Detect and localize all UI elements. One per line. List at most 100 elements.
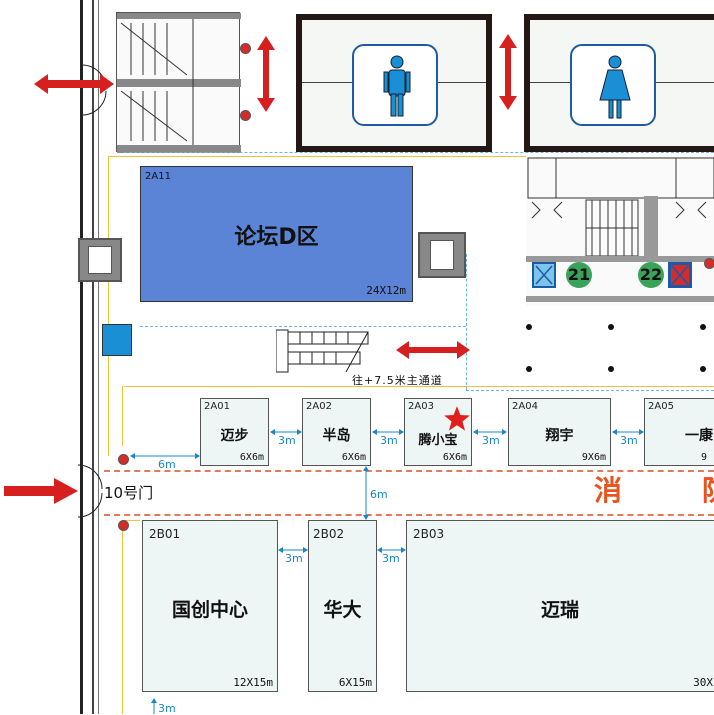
marker-dot — [118, 454, 129, 465]
booth-2B02[interactable]: 2B02 华大 6X15m — [308, 520, 377, 692]
fire-lane-text: 消 — [594, 474, 623, 507]
booth-size: 6X6m — [442, 452, 467, 463]
booth-id: 2A04 — [512, 401, 538, 412]
forum-id: 2A11 — [145, 171, 171, 182]
gap-label: 3m — [620, 434, 638, 447]
stair-number-21: 21 — [566, 262, 592, 288]
guide-line — [140, 326, 466, 327]
booth-size: 9X6m — [581, 452, 606, 463]
booth-name: 迈瑞 — [540, 599, 579, 621]
fire-lane-text: 防 — [702, 476, 714, 506]
booth-name: 华大 — [323, 599, 362, 621]
dim-arrow — [612, 429, 644, 435]
gap-label-6m: 6m — [158, 458, 176, 471]
booth-name: 一康 — [685, 428, 713, 444]
dot — [526, 324, 532, 330]
booth-id: 2B01 — [149, 527, 181, 541]
aisle-line — [122, 520, 140, 521]
dim-arrow — [377, 547, 406, 553]
gap-label: 3m — [278, 434, 296, 447]
booth-2A05[interactable]: 2A05 一康 9 — [644, 398, 714, 466]
booth-size: 6X6m — [239, 452, 264, 463]
guide-line — [124, 152, 714, 153]
forum-name: 论坛D区 — [234, 225, 319, 250]
booth-2B03[interactable]: 2B03 迈瑞 30X — [406, 520, 714, 692]
elevator-icon — [668, 262, 692, 288]
pillar — [418, 232, 466, 278]
gap-label: 3m — [382, 552, 400, 565]
aisle-line — [124, 386, 714, 387]
arrow-vertical-2 — [499, 34, 517, 110]
left-wall-inner-2 — [98, 0, 99, 714]
arrow-vertical-1 — [257, 36, 275, 112]
booth-2A01[interactable]: 2A01 迈步 6X6m — [200, 398, 269, 466]
female-person-icon — [599, 55, 631, 119]
dim-arrow — [473, 429, 507, 435]
forum-size: 24X12m — [366, 284, 406, 297]
dot — [608, 324, 614, 330]
booth-id: 2A03 — [408, 401, 434, 412]
left-wall-inner — [92, 0, 94, 714]
booth-id: 2B03 — [413, 527, 445, 541]
booth-size: 6X6m — [341, 452, 366, 463]
aisle-line — [122, 386, 123, 446]
dot — [700, 366, 706, 372]
booth-name: 迈步 — [220, 428, 249, 444]
booth-name: 半岛 — [322, 428, 351, 444]
gap-label: 3m — [158, 702, 176, 715]
fire-lane-line — [104, 514, 714, 516]
mens-restroom-sign — [352, 44, 438, 126]
booth-id: 2A05 — [648, 401, 674, 412]
male-person-icon — [383, 55, 411, 117]
exit-arrow-left — [34, 74, 114, 94]
red-star-icon — [444, 406, 470, 431]
guide-line-v — [466, 254, 467, 390]
marker-dot — [704, 258, 714, 269]
dot — [700, 324, 706, 330]
booth-2A02[interactable]: 2A02 半岛 6X6m — [302, 398, 371, 466]
stair-elevator-block — [526, 156, 714, 306]
forum-area: 2A11 论坛D区 24X12m — [140, 166, 413, 302]
womens-restroom-sign — [570, 44, 656, 126]
gap-label: 3m — [380, 434, 398, 447]
booth-size: 12X15m — [233, 676, 273, 689]
marker-dot — [240, 43, 251, 54]
stair-block-middle — [276, 328, 378, 374]
dot — [608, 366, 614, 372]
elevator-icon — [532, 262, 556, 288]
fire-lane-line — [104, 470, 714, 472]
booth-size: 9 — [700, 452, 707, 463]
marker-dot — [240, 110, 251, 121]
gap-label: 3m — [482, 434, 500, 447]
marker-dot — [118, 520, 129, 531]
dim-arrow — [278, 547, 308, 553]
dim-arrow — [130, 453, 200, 459]
booth-name: 国创中心 — [171, 599, 248, 621]
gap-label-6m: 6m — [370, 488, 388, 501]
left-wall — [80, 0, 83, 714]
mens-restroom — [296, 14, 492, 152]
main-aisle-label: 往+7.5米主通道 — [352, 374, 443, 387]
door-arcs-gate — [77, 464, 103, 518]
aisle-line — [108, 156, 109, 456]
dot — [526, 366, 532, 372]
booth-size: 30X — [693, 676, 713, 689]
booth-id: 2A02 — [306, 401, 332, 412]
aisle-line — [122, 520, 123, 714]
dim-arrow-vertical — [363, 466, 369, 520]
booth-name: 腾小宝 — [418, 433, 458, 448]
booth-2A04[interactable]: 2A04 翔宇 9X6m — [508, 398, 611, 466]
dim-arrow — [372, 429, 404, 435]
stair-number-22: 22 — [638, 262, 664, 288]
booth-id: 2B02 — [313, 527, 345, 541]
booth-id: 2A01 — [204, 401, 230, 412]
womens-restroom — [524, 14, 714, 152]
fire-cabinet — [102, 324, 132, 356]
gate-label: 10号门 — [104, 484, 154, 502]
main-aisle-arrow — [396, 341, 470, 359]
booth-2A03[interactable]: 2A03 腾小宝 6X6m — [404, 398, 472, 466]
booth-name: 翔宇 — [545, 428, 574, 444]
red-arrow-icon — [4, 478, 78, 504]
pillar — [78, 238, 122, 282]
booth-2B01[interactable]: 2B01 国创中心 12X15m — [142, 520, 278, 692]
